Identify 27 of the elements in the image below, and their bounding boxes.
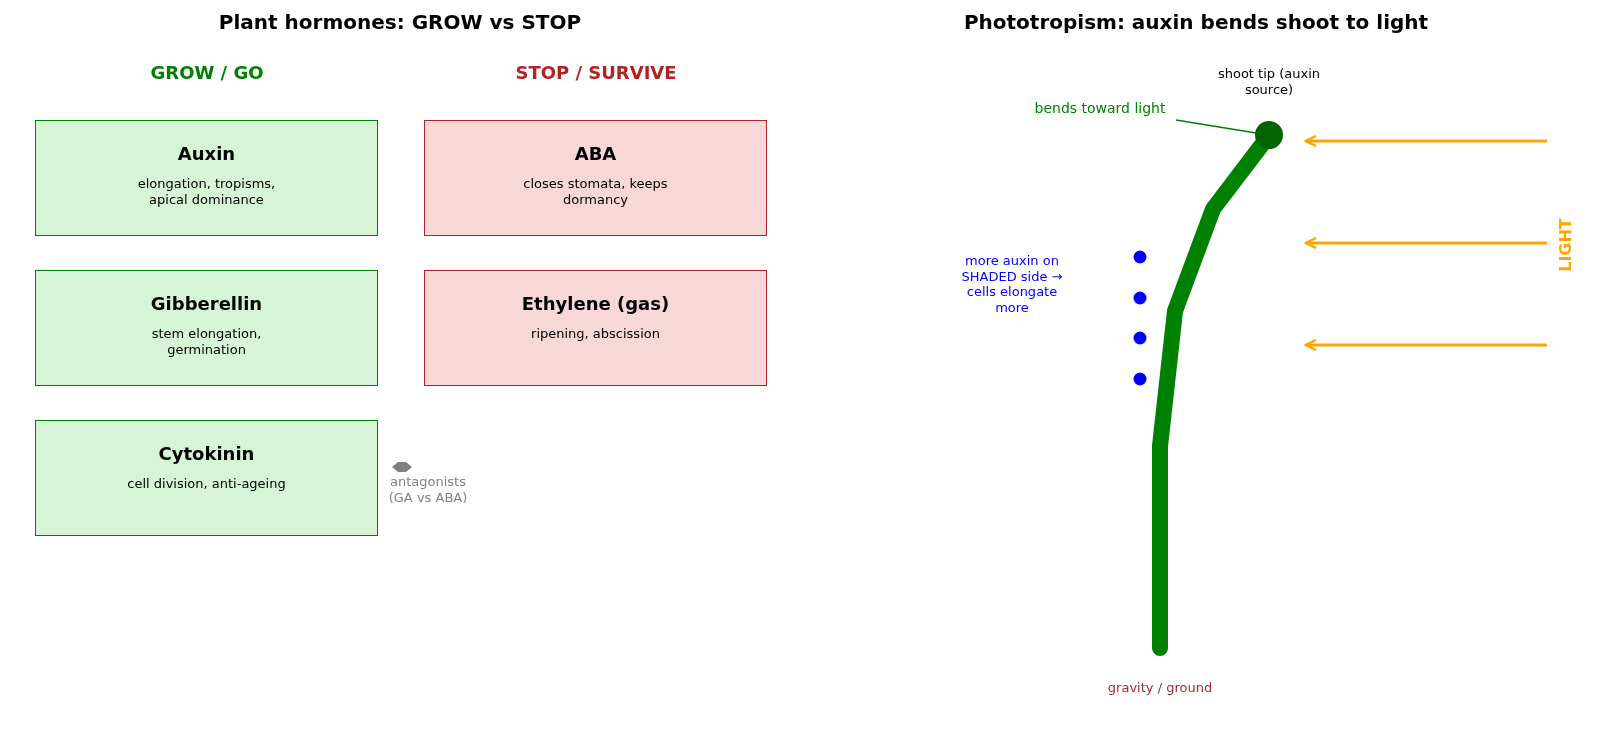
hormone-effects: stem elongation, germination [150, 326, 263, 358]
hormone-effects: ripening, abscission [530, 326, 661, 342]
column-heading: STOP / SURVIVE [515, 62, 677, 83]
hormone-name: Gibberellin [150, 293, 263, 314]
axis-label: LIGHT [1555, 218, 1575, 272]
hormone-card [424, 270, 767, 386]
annotation-text: bends toward light [1022, 100, 1178, 116]
chart-title: Phototropism: auxin bends shoot to light [963, 10, 1429, 34]
hormone-card [35, 120, 378, 236]
hormone-card [35, 420, 378, 536]
annotation-text: more auxin on SHADED side → cells elongate more [960, 253, 1064, 316]
hormone-effects: closes stomata, keeps dormancy [522, 176, 669, 208]
hormone-name: Ethylene (gas) [521, 293, 670, 314]
shoot-tip-circle [1255, 121, 1283, 149]
hormone-effects: elongation, tropisms, apical dominance [136, 176, 277, 208]
column-heading: GROW / GO [150, 62, 264, 83]
hormone-effects: cell division, anti-ageing [126, 476, 287, 492]
annotation-text: shoot tip (auxin source) [1216, 66, 1322, 98]
annotation-text: gravity / ground [1107, 680, 1213, 695]
hormone-card [424, 120, 767, 236]
hormone-name: ABA [574, 143, 617, 164]
annotation-text: antagonists (GA vs ABA) [387, 474, 469, 507]
hormone-card [35, 270, 378, 386]
hormone-name: Cytokinin [158, 443, 255, 464]
chart-title: Plant hormones: GROW vs STOP [218, 10, 582, 34]
hormone-name: Auxin [177, 143, 236, 164]
leader-line [1175, 119, 1257, 134]
